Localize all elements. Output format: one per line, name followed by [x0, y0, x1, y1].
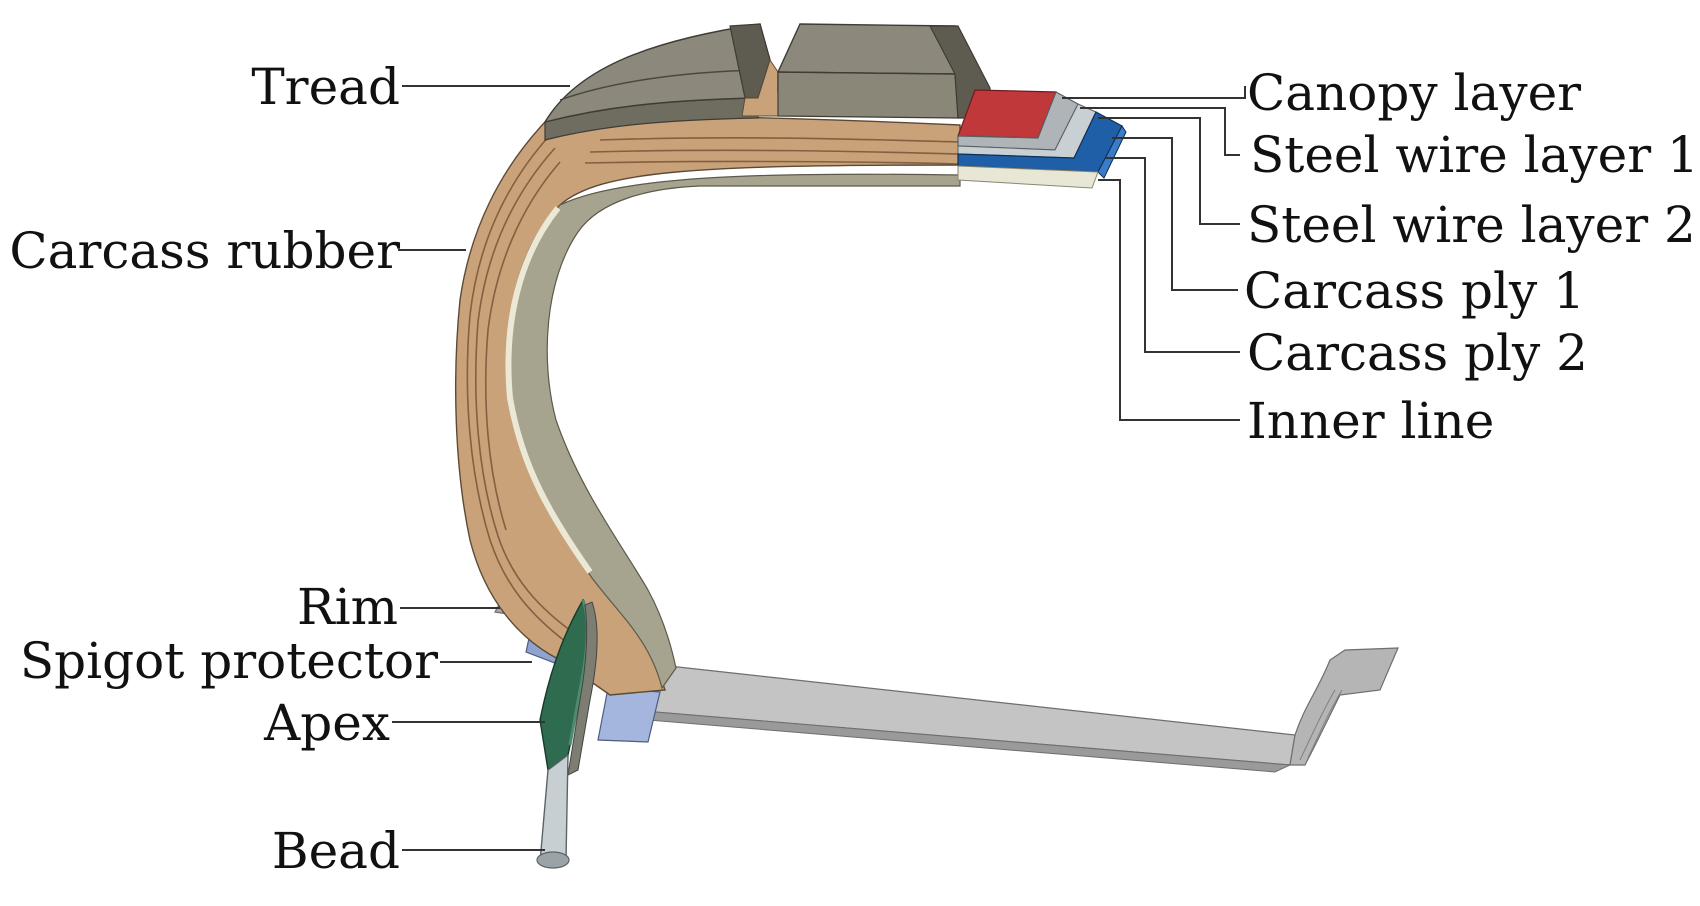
tread	[543, 23, 991, 141]
label-carcass-ply-2: Carcass ply 2	[1247, 324, 1588, 382]
carcass-body	[454, 116, 961, 696]
bead-end	[536, 851, 570, 869]
rim-flange-right-lines	[1299, 689, 1343, 761]
rim-flange-right	[1289, 647, 1399, 766]
label-steel-wire-layer-2: Steel wire layer 2	[1247, 196, 1696, 254]
apex	[539, 598, 598, 776]
labels: Tread Canopy layer Steel wire layer 1 St…	[9, 58, 1698, 880]
label-inner-line: Inner line	[1247, 392, 1494, 450]
inner-line-belt-shape	[957, 165, 1099, 189]
tread-block-right-front	[777, 71, 959, 119]
leader-carcass-ply-2	[1105, 157, 1240, 353]
label-steel-wire-layer-1: Steel wire layer 1	[1250, 126, 1699, 184]
label-rim: Rim	[297, 578, 398, 636]
rim	[494, 569, 1399, 773]
belt-layers	[957, 89, 1127, 189]
tread-block-left-groove-line	[559, 69, 759, 101]
leader-steel-wire-layer-2	[1098, 117, 1240, 225]
carcass-cord-line-3	[484, 161, 561, 531]
inner-line-shape	[505, 206, 593, 574]
label-tread: Tread	[251, 58, 400, 116]
label-canopy-layer: Canopy layer	[1247, 64, 1581, 122]
label-carcass-rubber: Carcass rubber	[9, 222, 400, 280]
label-apex: Apex	[263, 694, 390, 752]
label-carcass-ply-1: Carcass ply 1	[1244, 262, 1585, 320]
leader-inner-line	[1098, 179, 1240, 421]
carcass-cord-line-4	[599, 137, 961, 143]
leader-steel-wire-layer-1	[1080, 107, 1240, 156]
tread-block-right-line	[777, 71, 956, 75]
carcass-cord-line-2	[474, 147, 579, 637]
label-spigot-protector: Spigot protector	[20, 632, 438, 690]
bead	[536, 753, 570, 869]
carcass-cord-line-1	[466, 134, 571, 646]
carcass-cord-line-6	[584, 160, 961, 165]
leader-carcass-ply-1	[1112, 137, 1238, 291]
carcass-cord-line-5	[589, 149, 961, 155]
rim-strip	[654, 664, 1296, 766]
spigot-protector-lower	[597, 687, 661, 743]
leader-lines	[392, 85, 1246, 851]
bead-body	[539, 753, 569, 863]
apex-inner-edge	[567, 601, 598, 776]
label-bead: Bead	[272, 822, 400, 880]
leader-canopy-layer	[1062, 86, 1246, 99]
